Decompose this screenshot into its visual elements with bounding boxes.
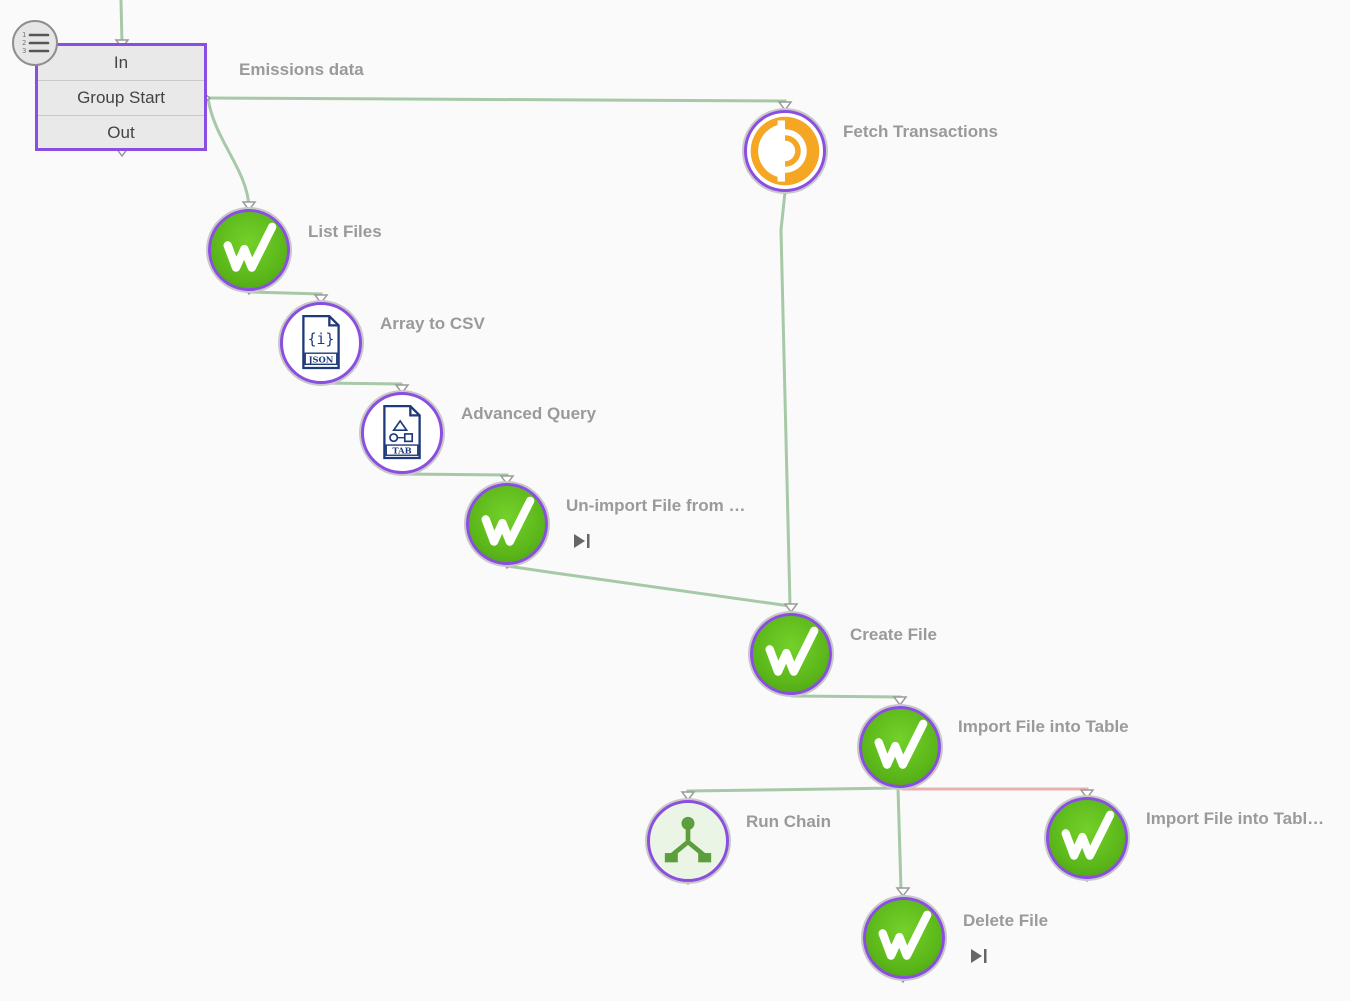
- workiva-w-icon: [1061, 810, 1115, 860]
- node-fetch-transactions[interactable]: [744, 110, 826, 192]
- node-create-file[interactable]: [750, 613, 832, 695]
- svg-text:1: 1: [22, 31, 26, 39]
- group-row-out[interactable]: Out: [107, 123, 135, 142]
- label-import-file: Import File into Table: [958, 717, 1129, 736]
- edge-group-to-fetch: [207, 96, 787, 108]
- workiva-w-icon: [878, 910, 932, 960]
- skip-icon[interactable]: [572, 533, 592, 549]
- svg-text:JSON: JSON: [308, 354, 334, 364]
- label-array-to-csv: Array to CSV: [380, 314, 485, 333]
- edge-import-to-run-chain: [686, 786, 901, 798]
- node-array-to-csv[interactable]: {i} JSON: [280, 302, 362, 384]
- svg-text:2: 2: [22, 39, 26, 47]
- group-row-in[interactable]: In: [38, 46, 204, 81]
- edge-unimport-to-create: [506, 564, 791, 608]
- group-start-block[interactable]: In Group Start Out: [35, 43, 207, 151]
- workiva-w-icon: [874, 719, 928, 769]
- edge-query-to-unimport: [401, 472, 509, 482]
- skip-icon[interactable]: [969, 948, 989, 964]
- svg-text:3: 3: [22, 47, 26, 55]
- json-file-icon: {i} JSON: [302, 314, 340, 370]
- label-list-files: List Files: [308, 222, 382, 241]
- orange-d-icon: [750, 116, 820, 186]
- node-list-files[interactable]: [208, 209, 290, 291]
- svg-text:TAB: TAB: [392, 445, 411, 455]
- node-delete-file[interactable]: [863, 897, 945, 979]
- edge-array-to-query: [320, 381, 404, 392]
- workiva-w-icon: [481, 496, 535, 546]
- numbered-list-icon[interactable]: 1 2 3: [12, 20, 58, 66]
- edge-list-to-array: [248, 290, 323, 301]
- group-row-group-start[interactable]: Group Start: [38, 81, 204, 116]
- node-import-file-2[interactable]: [1046, 797, 1128, 879]
- edge-create-to-import: [790, 694, 902, 703]
- edge-fetch-to-create: [779, 191, 792, 607]
- node-run-chain[interactable]: [647, 800, 729, 882]
- workiva-w-icon: [223, 222, 277, 272]
- label-run-chain: Run Chain: [746, 812, 831, 831]
- workiva-w-icon: [765, 626, 819, 676]
- label-import-file-2: Import File into Tabl…: [1146, 809, 1325, 828]
- edge-incoming: [119, 0, 124, 45]
- tab-file-icon: TAB: [383, 404, 421, 460]
- node-import-file[interactable]: [859, 706, 941, 788]
- chain-icon: [664, 816, 712, 863]
- label-fetch-transactions: Fetch Transactions: [843, 122, 998, 141]
- edge-group-to-list-files: [206, 97, 251, 209]
- label-unimport-file: Un-import File from …: [566, 496, 746, 515]
- node-unimport-file[interactable]: [466, 483, 548, 565]
- edge-import-to-delete: [896, 787, 903, 891]
- label-create-file: Create File: [850, 625, 937, 644]
- group-label: Emissions data: [239, 60, 364, 79]
- label-advanced-query: Advanced Query: [461, 404, 597, 423]
- svg-text:{i}: {i}: [308, 331, 335, 348]
- edge-import-to-import-2: [902, 787, 1089, 796]
- label-delete-file: Delete File: [963, 911, 1049, 930]
- node-advanced-query[interactable]: TAB: [361, 392, 443, 474]
